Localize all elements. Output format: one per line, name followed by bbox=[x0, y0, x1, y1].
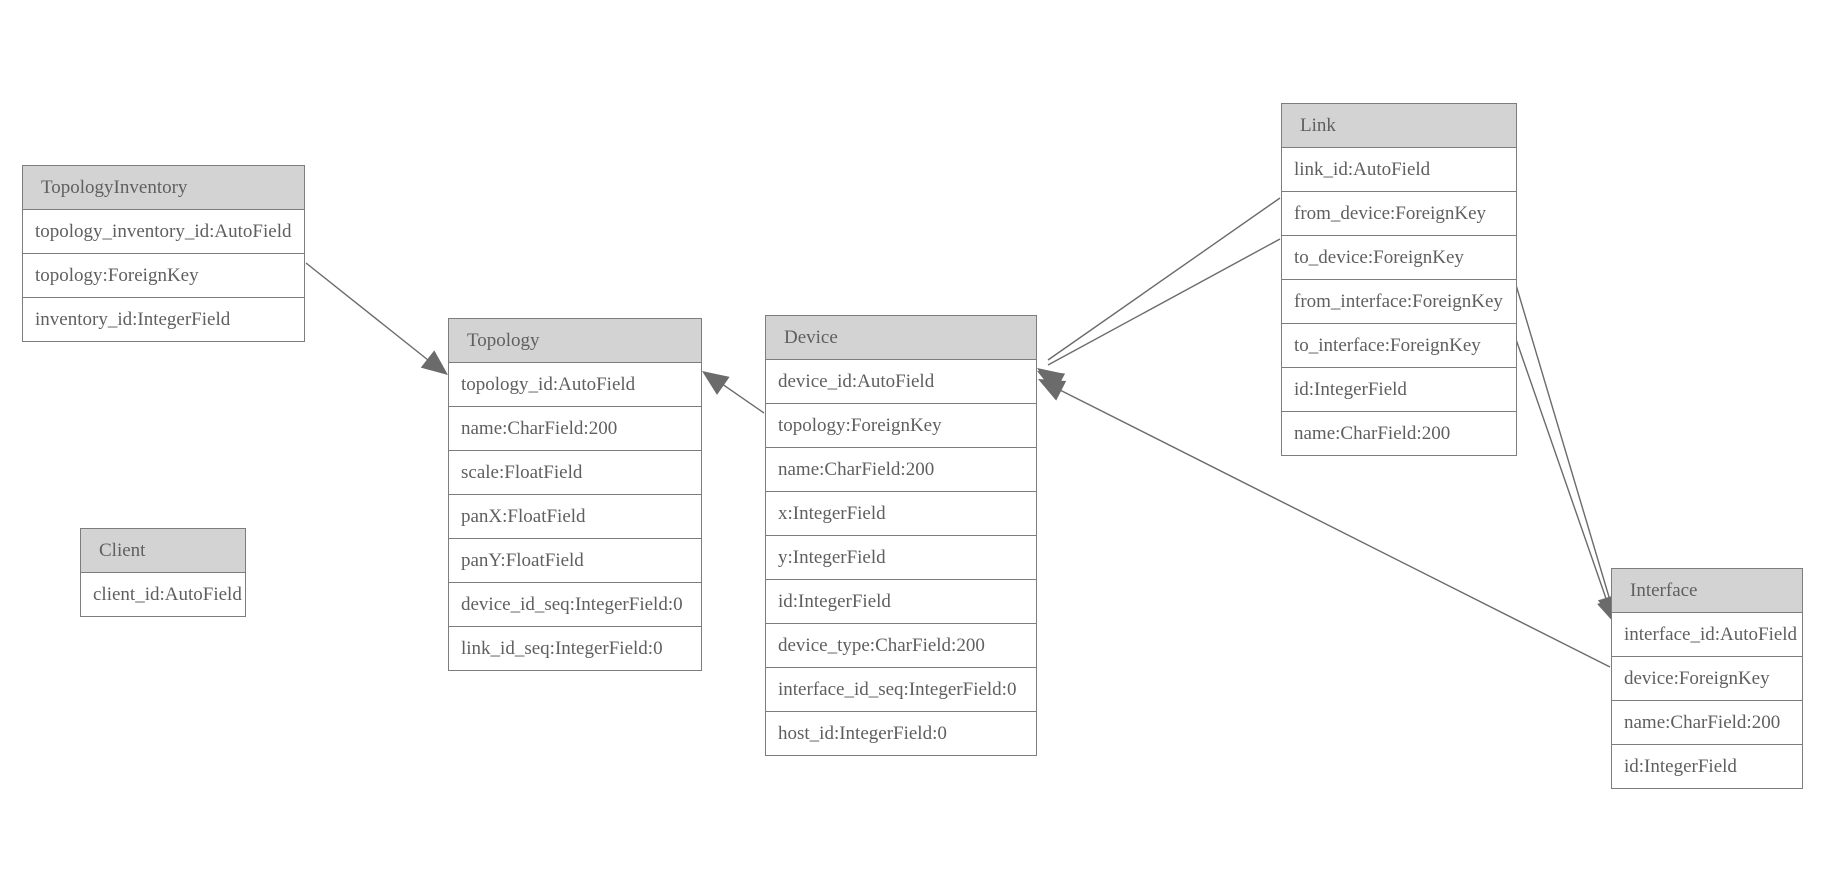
entity-title-device: Device bbox=[766, 316, 1036, 360]
relationship-device-to-topology bbox=[702, 371, 765, 414]
relationship-line bbox=[1510, 324, 1611, 611]
entity-title-client: Client bbox=[81, 529, 245, 573]
entity-field-row[interactable]: link_id_seq:IntegerField:0 bbox=[449, 627, 701, 670]
entity-field-row[interactable]: panY:FloatField bbox=[449, 539, 701, 583]
entity-field-row[interactable]: device_id_seq:IntegerField:0 bbox=[449, 583, 701, 627]
entity-field-row[interactable]: topology:ForeignKey bbox=[23, 254, 304, 298]
relationship-line bbox=[1515, 284, 1613, 608]
relationship-line bbox=[1047, 197, 1281, 361]
entity-field-row[interactable]: from_device:ForeignKey bbox=[1282, 192, 1516, 236]
entity-field-row[interactable]: panX:FloatField bbox=[449, 495, 701, 539]
entity-title-interface: Interface bbox=[1612, 569, 1802, 613]
entity-field-row[interactable]: link_id:AutoField bbox=[1282, 148, 1516, 192]
entity-field-row[interactable]: inventory_id:IntegerField bbox=[23, 298, 304, 341]
relationship-line bbox=[305, 262, 439, 369]
entity-field-row[interactable]: topology:ForeignKey bbox=[766, 404, 1036, 448]
relationship-link-to-device-to-device bbox=[1037, 238, 1281, 393]
entity-field-row[interactable]: y:IntegerField bbox=[766, 536, 1036, 580]
entity-field-row[interactable]: name:CharField:200 bbox=[1612, 701, 1802, 745]
relationship-line bbox=[1047, 238, 1281, 366]
relationship-link-from-interface-to-interface bbox=[1515, 284, 1619, 622]
entity-field-row[interactable]: to_interface:ForeignKey bbox=[1282, 324, 1516, 368]
entity-title-topologyinventory: TopologyInventory bbox=[23, 166, 304, 210]
entity-field-row[interactable]: interface_id:AutoField bbox=[1612, 613, 1802, 657]
relationship-topologyinventory-to-topology bbox=[305, 262, 448, 375]
entity-field-row[interactable]: name:CharField:200 bbox=[1282, 412, 1516, 455]
entity-field-row[interactable]: x:IntegerField bbox=[766, 492, 1036, 536]
entity-field-row[interactable]: scale:FloatField bbox=[449, 451, 701, 495]
entity-title-topology: Topology bbox=[449, 319, 701, 363]
relationship-arrowhead bbox=[1038, 379, 1067, 401]
entity-field-row[interactable]: from_interface:ForeignKey bbox=[1282, 280, 1516, 324]
entity-field-row[interactable]: id:IntegerField bbox=[766, 580, 1036, 624]
entity-field-row[interactable]: topology_inventory_id:AutoField bbox=[23, 210, 304, 254]
entity-field-row[interactable]: interface_id_seq:IntegerField:0 bbox=[766, 668, 1036, 712]
entity-title-link: Link bbox=[1282, 104, 1516, 148]
entity-field-row[interactable]: name:CharField:200 bbox=[766, 448, 1036, 492]
relationship-link-to-interface-to-interface bbox=[1510, 324, 1618, 625]
relationship-line bbox=[711, 376, 765, 414]
entity-field-row[interactable]: client_id:AutoField bbox=[81, 573, 245, 616]
entity-field-row[interactable]: topology_id:AutoField bbox=[449, 363, 701, 407]
entity-field-row[interactable]: device_type:CharField:200 bbox=[766, 624, 1036, 668]
entity-field-row[interactable]: device:ForeignKey bbox=[1612, 657, 1802, 701]
entity-field-row[interactable]: name:CharField:200 bbox=[449, 407, 701, 451]
entity-field-row[interactable]: id:IntegerField bbox=[1282, 368, 1516, 412]
entity-field-row[interactable]: id:IntegerField bbox=[1612, 745, 1802, 788]
entity-field-row[interactable]: device_id:AutoField bbox=[766, 360, 1036, 404]
entity-field-row[interactable]: host_id:IntegerField:0 bbox=[766, 712, 1036, 755]
relationship-link-from-device-to-device bbox=[1037, 197, 1281, 392]
entity-field-row[interactable]: to_device:ForeignKey bbox=[1282, 236, 1516, 280]
